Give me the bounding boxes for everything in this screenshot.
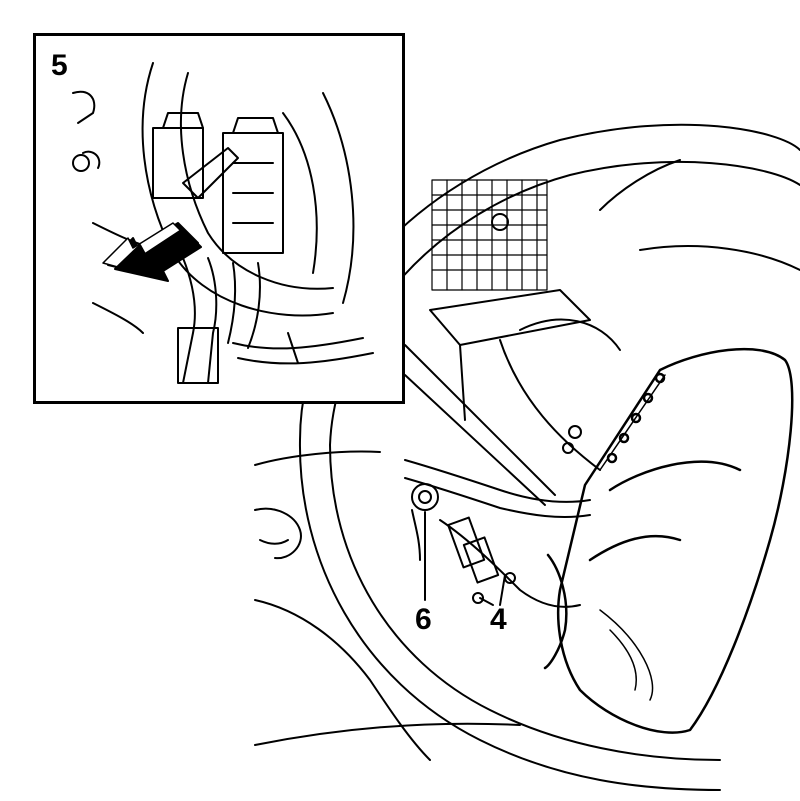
wire-harness bbox=[404, 459, 591, 503]
inset-leader-line-2 bbox=[404, 374, 546, 506]
clock-spring-connector bbox=[152, 112, 284, 254]
inset-leader-line-1 bbox=[404, 344, 556, 496]
callout-number-5: 5 bbox=[51, 49, 68, 82]
airbag-connectors bbox=[447, 516, 516, 604]
callout-number-4: 4 bbox=[490, 603, 507, 636]
callout-number-6: 6 bbox=[415, 603, 432, 636]
callout-line-4 bbox=[499, 574, 506, 606]
airbag-module bbox=[543, 347, 794, 734]
column-bolt bbox=[411, 483, 439, 561]
dash-grille bbox=[431, 179, 548, 291]
detail-inset: 5 bbox=[33, 33, 405, 404]
